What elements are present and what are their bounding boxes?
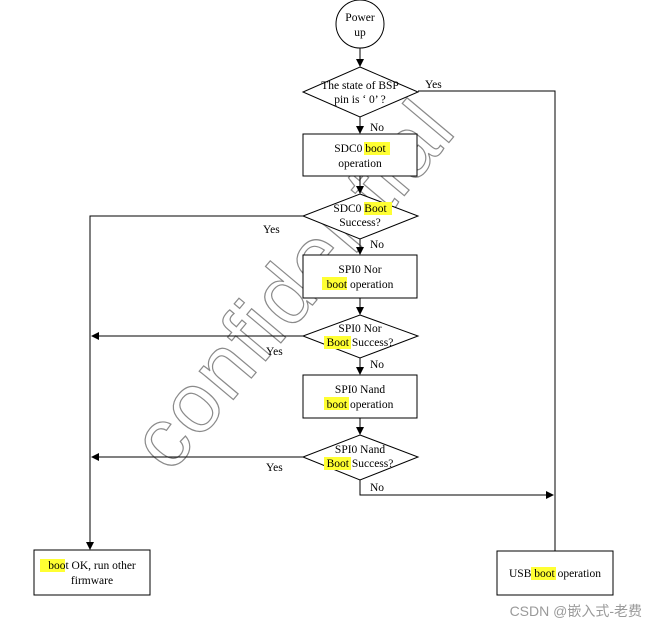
spi0-nor-boot-line1: SPI0 Nor (338, 264, 381, 276)
spi0-nor-boot-line2: boot operation (327, 279, 394, 291)
spi0-nor-success-line2: Boot Success? (327, 337, 394, 349)
power-up-node: Power up (335, 0, 385, 49)
power-up-label-line2: up (354, 27, 366, 39)
boot-ok-line2: firmware (71, 575, 113, 587)
edge-label-bsp-no: No (370, 122, 384, 134)
boot-ok-box: boot OK, run other firmware (33, 549, 151, 596)
edge-sdc0-yes-to-boot-ok (86, 215, 303, 550)
confidential-watermark: confidential (112, 82, 473, 486)
spi0-nand-success-line2: Boot Success? (327, 458, 394, 470)
bsp-decision-line1: The state of BSP (321, 80, 399, 92)
sdc0-success-decision: SDC0 Boot Success? (301, 193, 420, 240)
sdc0-boot-operation-box: SDC0 boot operation (302, 133, 418, 177)
spi0-nand-success-decision: SPI0 Nand Boot Success? (301, 434, 420, 481)
edge-label-sdc0-yes: Yes (263, 224, 280, 236)
sdc0-boot-line1: SDC0 boot (334, 143, 386, 155)
usb-boot-label: USB boot operation (509, 568, 601, 580)
sdc0-boot-line2: operation (338, 158, 382, 170)
sdc0-success-line1: SDC0 Boot (333, 203, 387, 215)
usb-boot-operation-box: USB boot operation (496, 550, 614, 596)
power-up-label-line1: Power (345, 12, 375, 24)
edge-label-sdc0-no: No (370, 239, 384, 251)
bsp-pin-decision: The state of BSP pin is ‘ 0’ ? (301, 66, 420, 118)
spi0-nand-boot-operation-box: SPI0 Nand boot operation (302, 374, 418, 419)
spi0-nor-success-line1: SPI0 Nor (338, 323, 381, 335)
spi0-nor-boot-operation-box: SPI0 Nor boot operation (302, 254, 418, 299)
edge-label-nand-yes: Yes (266, 462, 283, 474)
sdc0-success-line2: Success? (339, 217, 381, 229)
csdn-credit-watermark: CSDN @嵌入式-老费 (509, 603, 642, 619)
edge-nand-no-to-usb (359, 480, 554, 499)
edge-bsp-yes-to-usb (418, 90, 559, 561)
spi0-nor-success-decision: SPI0 Nor Boot Success? (301, 314, 420, 359)
spi0-nand-boot-line2: boot operation (327, 399, 394, 411)
edge-label-nor-yes: Yes (266, 346, 283, 358)
edge-label-nand-no: No (370, 482, 384, 494)
bsp-decision-line2: pin is ‘ 0’ ? (334, 94, 386, 106)
boot-ok-line1: boot OK, run other (48, 560, 136, 572)
spi0-nand-boot-line1: SPI0 Nand (335, 384, 385, 396)
spi0-nand-success-line1: SPI0 Nand (335, 444, 385, 456)
edge-label-nor-no: No (370, 359, 384, 371)
edge-label-bsp-yes: Yes (425, 79, 442, 91)
